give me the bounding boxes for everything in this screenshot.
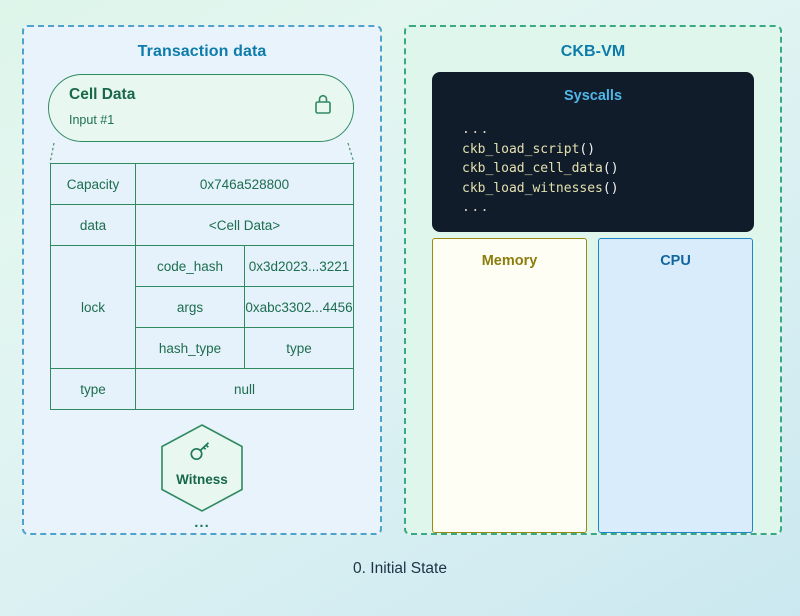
figure-caption: 0. Initial State: [353, 560, 447, 577]
memory-box: Memory: [432, 238, 587, 533]
transaction-data-panel: Transaction data Cell Data Input #1 Capa…: [22, 25, 382, 535]
cpu-box: CPU: [598, 238, 753, 533]
cell-properties-table: Capacity 0x746a528800 data <Cell Data> l…: [50, 163, 354, 410]
syscalls-box: Syscalls ...ckb_load_script()ckb_load_ce…: [432, 72, 754, 232]
row-key-data: data: [50, 204, 136, 246]
syscall-parens: (): [579, 141, 596, 157]
witness-node[interactable]: Witness: [156, 422, 248, 514]
row-subkey-args: args: [135, 286, 245, 328]
row-subkey-code-hash: code_hash: [135, 245, 245, 287]
ckb-vm-panel: CKB-VM Syscalls ...ckb_load_script()ckb_…: [404, 25, 782, 535]
cell-data-card[interactable]: Cell Data Input #1: [48, 74, 354, 142]
table-row: lock code_hash 0x3d2023...3221: [50, 245, 354, 369]
row-key-type: type: [50, 368, 136, 410]
cell-data-subtitle: Input #1: [69, 113, 115, 127]
key-icon: [190, 442, 210, 461]
transaction-ellipsis: ...: [194, 514, 210, 531]
row-subvalue-args: 0xabc3302...4456: [244, 286, 354, 328]
row-key-lock: lock: [50, 245, 136, 369]
syscall-name: ckb_load_script: [462, 141, 580, 157]
syscall-parens: (): [602, 161, 619, 176]
row-value-data: <Cell Data>: [135, 204, 354, 246]
table-row: hash_type type: [51, 327, 354, 369]
row-value-type: null: [135, 368, 354, 410]
table-row: Capacity 0x746a528800: [50, 163, 354, 205]
hexagon-shape: [161, 424, 243, 512]
syscall-line: ...: [462, 120, 619, 140]
syscall-line: ckb_load_script(): [462, 140, 619, 160]
syscall-line: ckb_load_cell_data(): [462, 159, 619, 179]
syscall-name: ckb_load_cell_data: [462, 161, 603, 176]
row-subvalue-hash-type: type: [244, 327, 354, 369]
row-subvalue-code-hash: 0x3d2023...3221: [244, 245, 354, 287]
syscall-line: ckb_load_witnesses(): [462, 179, 619, 199]
transaction-data-title: Transaction data: [137, 43, 267, 60]
cell-data-title: Cell Data: [69, 86, 136, 103]
syscall-line: ...: [462, 198, 619, 218]
syscalls-list: ...ckb_load_script()ckb_load_cell_data()…: [462, 120, 619, 218]
syscall-name: ckb_load_witnesses: [462, 180, 603, 196]
row-value-capacity: 0x746a528800: [135, 163, 354, 205]
syscall-ellipsis: ...: [462, 122, 490, 137]
cpu-title: CPU: [660, 253, 691, 269]
syscall-ellipsis: ...: [462, 200, 490, 215]
table-row: data <Cell Data>: [50, 204, 354, 246]
ckb-vm-title: CKB-VM: [560, 43, 626, 60]
syscall-parens: (): [602, 180, 619, 196]
table-row: type null: [50, 368, 354, 410]
lock-icon: [315, 94, 331, 114]
syscalls-title: Syscalls: [563, 88, 623, 104]
row-key-capacity: Capacity: [50, 163, 136, 205]
witness-label: Witness: [176, 472, 228, 487]
memory-title: Memory: [481, 253, 538, 269]
row-subkey-hash-type: hash_type: [135, 327, 245, 369]
